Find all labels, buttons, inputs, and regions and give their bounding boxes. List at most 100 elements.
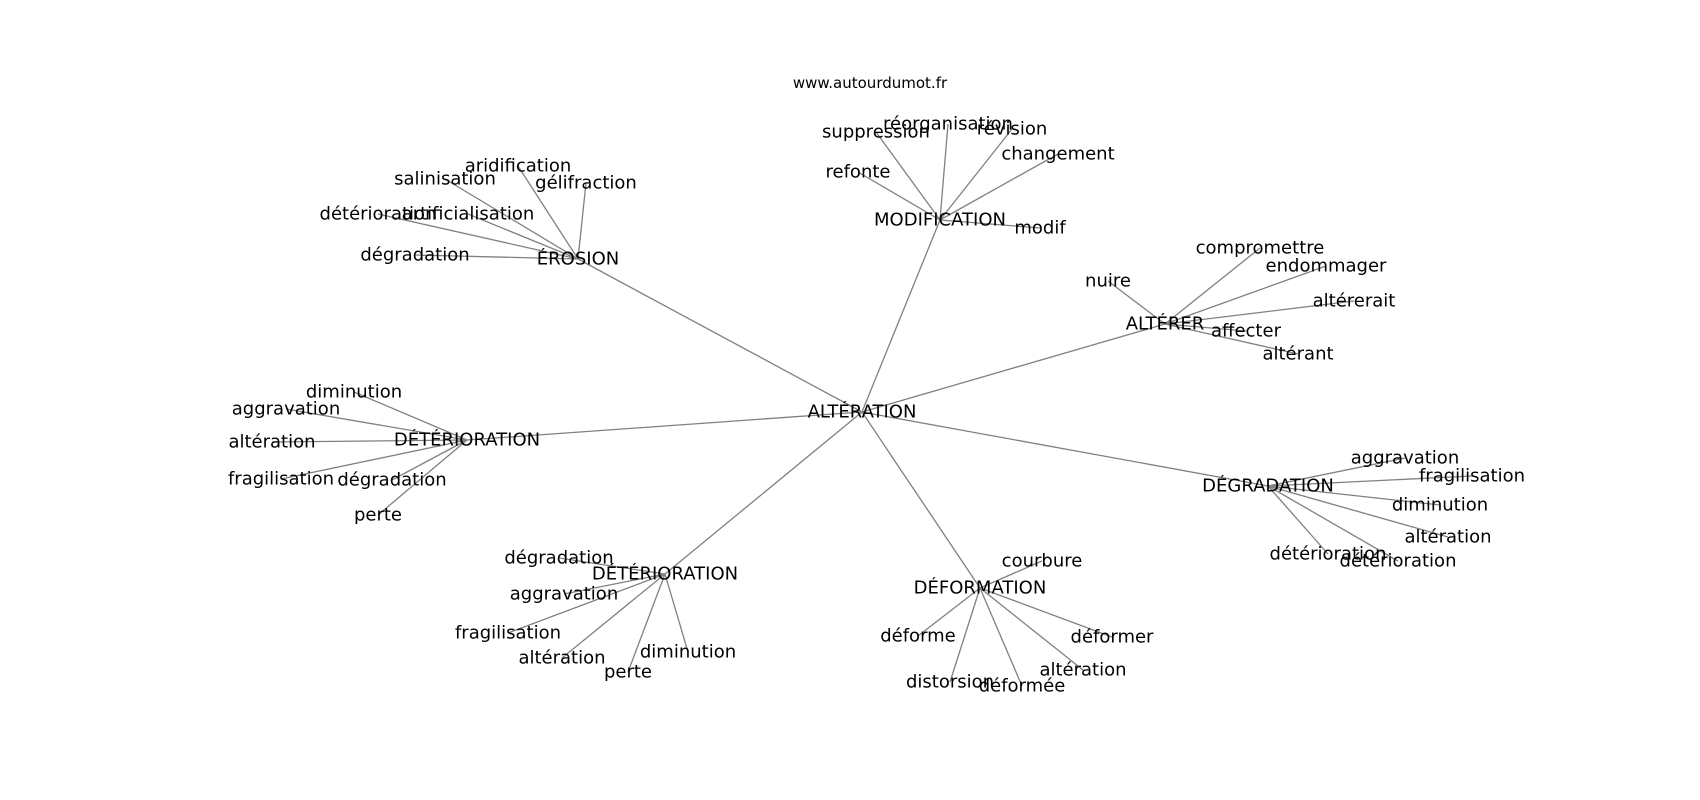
- edge-hub-leaf: [1164, 247, 1261, 325]
- edge-hub-leaf: [979, 560, 1043, 589]
- hub-node-label: ALTÉRER: [1126, 313, 1205, 335]
- leaf-node-label: diminution: [1392, 495, 1488, 516]
- leaf-node-label: déforme: [880, 626, 956, 647]
- watermark: www.autourdumot.fr: [793, 74, 948, 92]
- edge-hub-leaf: [939, 128, 1013, 221]
- leaf-node-label: perte: [604, 662, 652, 683]
- edge-hub-leaf: [664, 573, 689, 653]
- leaf-node-label: courbure: [1002, 551, 1083, 572]
- edge-hub-leaf: [558, 557, 666, 575]
- leaf-node-label: nuire: [1085, 271, 1131, 292]
- leaf-node-label: détérioration: [1270, 544, 1387, 565]
- edge-hub-leaf: [1164, 323, 1247, 332]
- leaf-node-label: aggravation: [232, 399, 340, 420]
- edge-hub-leaf: [285, 408, 468, 441]
- leaf-node-label: compromettre: [1196, 238, 1325, 259]
- edge-hub-leaf: [1107, 280, 1166, 325]
- edge-hub-leaf: [563, 573, 666, 595]
- leaf-node-label: aridification: [465, 156, 572, 177]
- leaf-node-label: révision: [977, 119, 1048, 140]
- leaf-node-label: perte: [354, 505, 402, 526]
- edge-center-hub: [664, 411, 863, 575]
- leaf-node-label: détérioration: [1340, 551, 1457, 572]
- edge-hub-leaf: [1164, 323, 1299, 355]
- edge-hub-leaf: [979, 587, 1113, 638]
- edge-hub-leaf: [271, 439, 468, 443]
- edge-hub-leaf: [939, 123, 949, 221]
- hub-node-label: MODIFICATION: [874, 210, 1006, 231]
- leaf-node-label: salinisation: [394, 169, 496, 190]
- leaf-node-label: dégradation: [360, 245, 469, 266]
- edge-hub-leaf: [467, 213, 579, 260]
- hub-node-label: DÉFORMATION: [914, 577, 1047, 599]
- hub-node-label: ÉROSION: [537, 248, 619, 270]
- leaf-node-label: aggravation: [1351, 448, 1459, 469]
- edge-hub-leaf: [414, 254, 579, 260]
- edge-center-hub: [466, 411, 863, 441]
- leaf-node-label: suppression: [822, 122, 930, 143]
- leaf-node-label: aggravation: [510, 584, 618, 605]
- edge-hub-leaf: [1267, 485, 1399, 562]
- edge-center-hub: [861, 219, 941, 413]
- hub-node-label: DÉTÉRIORATION: [592, 563, 738, 585]
- hub-node-label: DÉGRADATION: [1202, 475, 1334, 497]
- edge-hub-leaf: [1267, 485, 1441, 506]
- edge-hub-leaf: [444, 178, 579, 260]
- edge-hub-leaf: [875, 131, 941, 221]
- edge-hub-leaf: [979, 587, 1023, 687]
- leaf-node-label: fragilisation: [1419, 466, 1525, 487]
- leaf-node-label: altérerait: [1313, 291, 1396, 312]
- edge-hub-leaf: [857, 171, 941, 221]
- edge-hub-leaf: [1267, 457, 1406, 487]
- edge-center-hub: [861, 411, 981, 589]
- leaf-node-label: altérant: [1262, 344, 1333, 365]
- leaf-node-label: endommager: [1266, 256, 1388, 277]
- edge-hub-leaf: [1267, 485, 1329, 555]
- leaf-node-label: détérioration: [320, 204, 437, 225]
- leaf-node-label: dégradation: [337, 470, 446, 491]
- leaf-node-label: modif: [1014, 218, 1066, 239]
- edge-hub-leaf: [949, 587, 981, 683]
- edge-hub-leaf: [1267, 485, 1449, 538]
- edge-hub-leaf: [391, 439, 468, 481]
- edge-center-hub: [577, 258, 863, 413]
- leaf-node-label: altération: [1039, 660, 1126, 681]
- edge-hub-leaf: [979, 587, 1084, 671]
- edge-hub-leaf: [939, 153, 1059, 221]
- hub-node-label: DÉTÉRIORATION: [394, 429, 540, 451]
- leaf-node-label: gélifraction: [535, 173, 637, 194]
- leaf-node-label: distorsion: [906, 672, 994, 693]
- edge-hub-leaf: [939, 219, 1041, 229]
- leaf-node-label: réorganisation: [883, 114, 1013, 135]
- edge-hub-leaf: [1164, 265, 1327, 325]
- leaf-node-label: altération: [1404, 527, 1491, 548]
- edge-hub-leaf: [280, 439, 468, 480]
- leaf-node-label: diminution: [306, 382, 402, 403]
- edge-hub-leaf: [377, 439, 468, 516]
- edge-hub-leaf: [517, 165, 579, 260]
- leaf-node-label: déformée: [979, 676, 1066, 697]
- edge-hub-leaf: [353, 391, 468, 441]
- edge-hub-leaf: [577, 182, 587, 260]
- leaf-node-label: refonte: [826, 162, 891, 183]
- edge-hub-leaf: [1164, 300, 1355, 325]
- center-node-label: ALTÉRATION: [808, 401, 917, 423]
- edge-hub-leaf: [627, 573, 666, 673]
- edge-hub-leaf: [1267, 475, 1473, 487]
- leaf-node-label: altération: [518, 648, 605, 669]
- leaf-node-label: déformer: [1071, 627, 1155, 648]
- leaf-node-label: dégradation: [504, 548, 613, 569]
- leaf-node-label: altération: [228, 432, 315, 453]
- leaf-node-label: changement: [1001, 144, 1114, 165]
- leaf-node-label: diminution: [640, 642, 736, 663]
- edge-hub-leaf: [561, 573, 666, 659]
- leaf-node-label: fragilisation: [455, 623, 561, 644]
- edge-center-hub: [861, 323, 1166, 413]
- leaf-node-label: affecter: [1211, 321, 1282, 342]
- edge-center-hub: [861, 411, 1269, 487]
- edges-layer: [271, 123, 1473, 687]
- leaf-node-label: fragilisation: [228, 469, 334, 490]
- edge-hub-leaf: [377, 213, 579, 260]
- leaf-node-label: artificialisation: [402, 204, 535, 225]
